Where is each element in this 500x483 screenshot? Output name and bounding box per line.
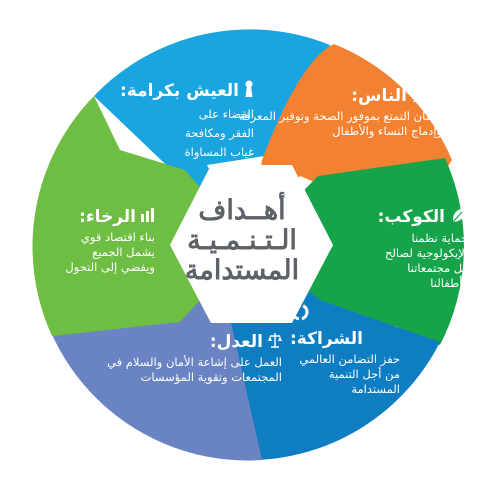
cycle-arrows-icon <box>290 302 310 326</box>
planet-body: حماية نظمنا الإيكولوجية لصالح كل مجتمعات… <box>385 231 468 290</box>
justice-body: العمل على إشاعة الأمان والسلام في المجتم… <box>107 355 282 384</box>
section-partnership: الشراكة: حفز التضامن العالمي من أجل التن… <box>290 302 400 397</box>
segment-dignity <box>94 29 330 245</box>
people-title: الناس: <box>351 86 407 106</box>
center-title-line-3: المستدامة <box>184 255 300 286</box>
center-title: أهــداف الـتـنـمـيـة المستدامة <box>167 196 317 286</box>
dignity-body: القضاء على الفقر ومكافحة غياب المساواة <box>184 107 254 159</box>
section-prosperity: الرخاء: بناء اقتصاد قوي يشمل الجميع ويفض… <box>60 207 155 275</box>
prosperity-body: بناء اقتصاد قوي يشمل الجميع ويفضي إلى ال… <box>65 230 155 274</box>
section-planet: الكوكب: حماية نظمنا الإيكولوجية لصالح كل… <box>378 206 468 291</box>
people-body: ضمان التمتع بموفور الصحة وتوفير المعرفة … <box>238 109 442 138</box>
prosperity-title: الرخاء: <box>79 207 136 227</box>
planet-title: الكوكب: <box>377 207 445 227</box>
justice-title: العدل: <box>209 332 263 352</box>
center-title-line-1: أهــداف <box>198 195 286 226</box>
partnership-body: حفز التضامن العالمي من أجل التنمية المست… <box>299 352 400 396</box>
keyhole-icon <box>244 80 254 102</box>
dignity-title: العيش بكرامة: <box>120 81 239 101</box>
scales-icon <box>268 332 282 352</box>
section-justice: العدل: العمل على إشاعة الأمان والسلام في… <box>60 332 282 385</box>
section-dignity: العيش بكرامة: القضاء على الفقر ومكافحة غ… <box>118 80 254 162</box>
partnership-title: الشراكة: <box>290 329 363 349</box>
center-hexagon <box>170 165 333 323</box>
people-icon <box>412 86 442 106</box>
section-people: الناس: ضمان التمتع بموفور الصحة وتوفير ا… <box>222 86 442 139</box>
center-title-line-2: الـتـنـمـيـة <box>187 225 297 256</box>
leaf-icon <box>450 206 468 228</box>
bar-chart-icon <box>141 208 155 226</box>
